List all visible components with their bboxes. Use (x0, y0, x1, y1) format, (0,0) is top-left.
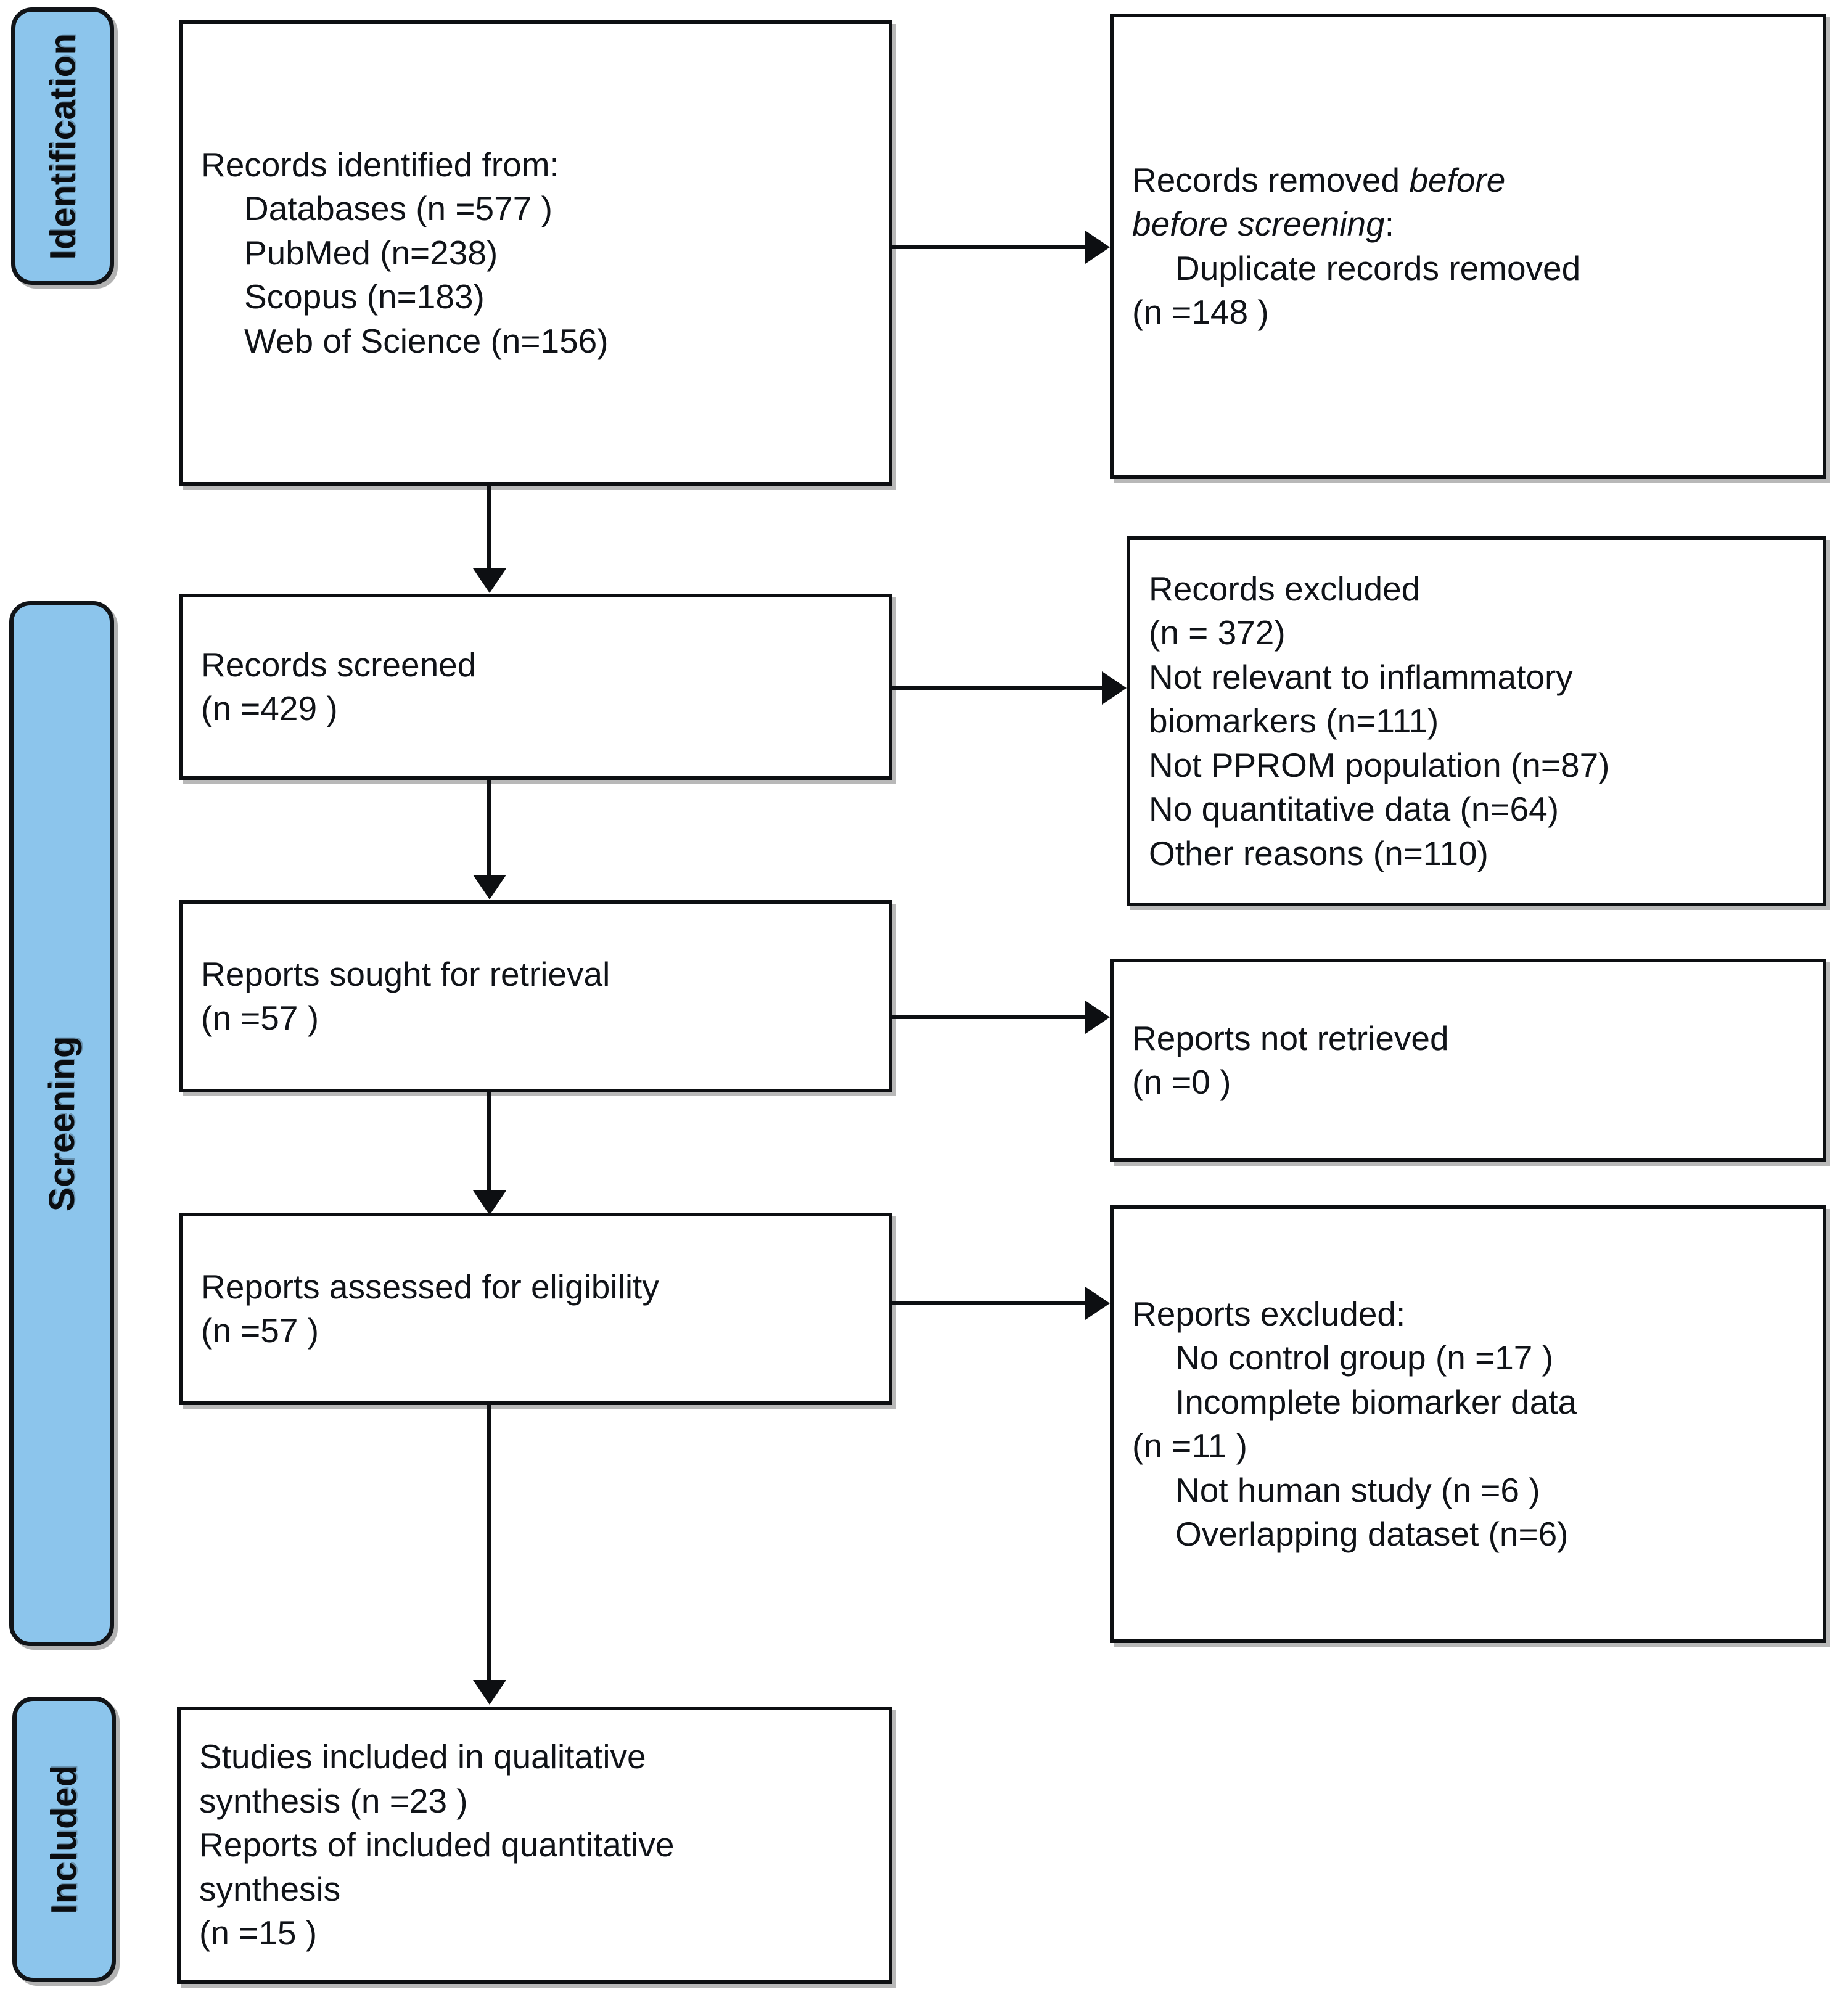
reports-excluded-line-6: Overlapping dataset (n=6) (1175, 1515, 1569, 1553)
records-identified-line-4: Scopus (n=183) (244, 277, 485, 316)
studies-included-line-4: synthesis (199, 1869, 341, 1908)
reports-assessed-line-2: (n =57 ) (201, 1311, 319, 1350)
arrow-assessed-to-excluded (1085, 1287, 1110, 1320)
reports-assessed-line-1: Reports assessed for eligibility (201, 1267, 659, 1306)
reports-not-retrieved-line-2: (n =0 ) (1132, 1063, 1231, 1101)
box-studies-included: Studies included in qualitative synthesi… (177, 1707, 892, 1984)
records-identified-line-1: Records identified from: (201, 145, 559, 184)
records-excluded-line-3: Not relevant to inflammatory (1149, 657, 1573, 696)
reports-sought-line-2: (n =57 ) (201, 999, 319, 1037)
connector-sought-to-not-retrieved (892, 1015, 1086, 1019)
records-removed-text-italic-before: before (1409, 160, 1506, 199)
connector-identified-to-removed (892, 245, 1086, 249)
records-screened-line-1: Records screened (201, 645, 477, 684)
connector-screened-to-excluded (892, 686, 1103, 690)
records-excluded-line-2: (n = 372) (1149, 613, 1286, 652)
connector-assessed-to-excluded (892, 1301, 1086, 1305)
stage-tab-included: Included (12, 1697, 116, 1982)
box-records-screened: Records screened (n =429 ) (179, 594, 892, 780)
records-removed-line-1: Records removed before (1132, 158, 1804, 203)
records-excluded-line-1: Records excluded (1149, 569, 1421, 608)
connector-identified-to-screened (487, 486, 491, 572)
reports-sought-line-1: Reports sought for retrieval (201, 954, 610, 993)
arrow-screened-to-sought (473, 875, 506, 899)
records-removed-text-italic-screening: before screening (1132, 205, 1385, 243)
box-records-excluded: Records excluded (n = 372) Not relevant … (1127, 536, 1826, 906)
records-removed-line-4: (n =148 ) (1132, 293, 1269, 331)
reports-excluded-line-3: Incomplete biomarker data (1175, 1382, 1577, 1421)
records-excluded-line-6: No quantitative data (n=64) (1149, 790, 1559, 829)
records-identified-line-3: PubMed (n=238) (244, 233, 498, 272)
stage-tab-identification-label: Identification (43, 33, 83, 260)
reports-excluded-line-1: Reports excluded: (1132, 1294, 1406, 1333)
stage-tab-included-label: Included (44, 1764, 84, 1914)
records-screened-line-2: (n =429 ) (201, 689, 338, 727)
arrow-identified-to-screened (473, 568, 506, 593)
box-records-identified: Records identified from: Databases (n =5… (179, 20, 892, 486)
box-reports-excluded: Reports excluded: No control group (n =1… (1110, 1205, 1826, 1643)
records-removed-line-3: Duplicate records removed (1175, 248, 1581, 287)
connector-assessed-to-included (487, 1405, 491, 1684)
arrow-sought-to-not-retrieved (1085, 1001, 1110, 1034)
records-removed-line-2: before screening: (1132, 202, 1804, 247)
records-excluded-line-5: Not PPROM population (n=87) (1149, 745, 1610, 784)
stage-tab-screening-label: Screening (41, 1036, 82, 1211)
records-identified-line-2: Databases (n =577 ) (244, 189, 552, 228)
arrow-assessed-to-included (473, 1680, 506, 1705)
box-reports-not-retrieved: Reports not retrieved (n =0 ) (1110, 959, 1826, 1162)
connector-sought-to-assessed (487, 1092, 491, 1194)
records-removed-text-lead: Records removed (1132, 160, 1410, 199)
studies-included-line-5: (n =15 ) (199, 1914, 318, 1952)
stage-tab-identification: Identification (11, 7, 114, 285)
arrow-screened-to-excluded (1102, 671, 1127, 705)
connector-screened-to-sought (487, 780, 491, 879)
reports-excluded-line-4: (n =11 ) (1132, 1427, 1247, 1465)
stage-tab-screening: Screening (9, 601, 114, 1646)
studies-included-line-2: synthesis (n =23 ) (199, 1781, 468, 1820)
reports-excluded-line-5: Not human study (n =6 ) (1175, 1470, 1540, 1509)
arrow-sought-to-assessed (473, 1190, 506, 1215)
records-removed-colon: : (1384, 205, 1394, 243)
records-excluded-line-4: biomarkers (n=111) (1149, 702, 1439, 740)
box-reports-assessed: Reports assessed for eligibility (n =57 … (179, 1213, 892, 1405)
box-reports-sought: Reports sought for retrieval (n =57 ) (179, 900, 892, 1092)
studies-included-line-3: Reports of included quantitative (199, 1825, 675, 1864)
records-identified-line-5: Web of Science (n=156) (244, 321, 609, 360)
studies-included-line-1: Studies included in qualitative (199, 1737, 646, 1776)
reports-excluded-line-2: No control group (n =17 ) (1175, 1338, 1553, 1377)
arrow-identified-to-removed (1085, 231, 1110, 264)
box-records-removed: Records removed before before screening:… (1110, 14, 1826, 479)
reports-not-retrieved-line-1: Reports not retrieved (1132, 1018, 1449, 1057)
records-excluded-line-7: Other reasons (n=110) (1149, 834, 1489, 872)
